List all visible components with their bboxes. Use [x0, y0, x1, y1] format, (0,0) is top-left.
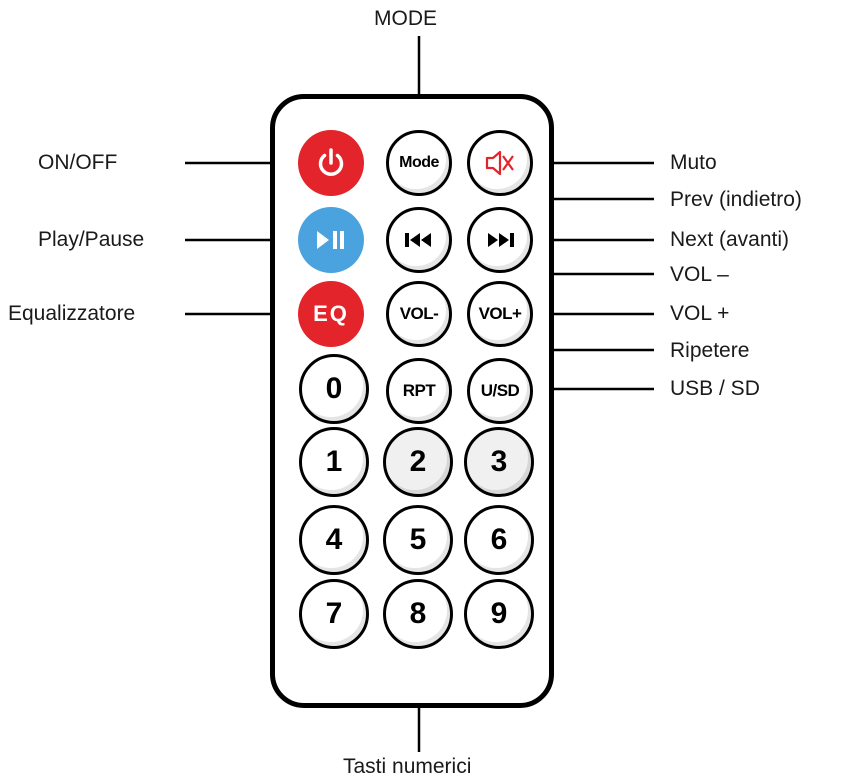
digit-2-button[interactable]: 2	[383, 427, 453, 497]
digit-6-button[interactable]: 6	[464, 505, 534, 575]
vol-plus-button[interactable]: VOL+	[467, 281, 533, 347]
label-prev: Prev (indietro)	[670, 188, 802, 211]
label-play-pause: Play/Pause	[38, 228, 145, 251]
digit-5-button[interactable]: 5	[383, 505, 453, 575]
label-repeat: Ripetere	[670, 339, 750, 362]
skip-next-icon	[488, 233, 514, 247]
digit-3-button[interactable]: 3	[464, 427, 534, 497]
digit-9-button[interactable]: 9	[464, 579, 534, 649]
digit-4-button[interactable]: 4	[299, 505, 369, 575]
label-on-off: ON/OFF	[38, 151, 118, 174]
label-equalizer: Equalizzatore	[8, 302, 136, 325]
digit-1-button[interactable]: 1	[299, 427, 369, 497]
next-button[interactable]	[467, 207, 533, 273]
usb-sd-button[interactable]: U/SD	[467, 358, 533, 424]
power-button[interactable]	[298, 130, 364, 196]
mute-icon	[485, 150, 514, 176]
repeat-button[interactable]: RPT	[386, 358, 452, 424]
label-next: Next (avanti)	[670, 228, 790, 251]
label-mode: MODE	[374, 7, 437, 30]
label-mute: Muto	[670, 151, 717, 174]
skip-previous-icon	[405, 233, 431, 247]
mute-button[interactable]	[467, 130, 533, 196]
play-pause-button[interactable]	[298, 207, 364, 273]
prev-button[interactable]	[386, 207, 452, 273]
mode-button[interactable]: Mode	[386, 130, 452, 196]
vol-minus-button[interactable]: VOL-	[386, 281, 452, 347]
play-pause-icon	[317, 231, 344, 249]
digit-8-button[interactable]: 8	[383, 579, 453, 649]
eq-button[interactable]: EQ	[298, 281, 364, 347]
digit-0-button[interactable]: 0	[299, 354, 369, 424]
label-numeric-keys: Tasti numerici	[343, 755, 472, 778]
label-usb-sd: USB / SD	[670, 377, 760, 400]
label-vol-plus: VOL +	[670, 302, 730, 325]
label-vol-minus: VOL –	[670, 263, 729, 286]
digit-7-button[interactable]: 7	[299, 579, 369, 649]
power-icon	[318, 148, 344, 176]
